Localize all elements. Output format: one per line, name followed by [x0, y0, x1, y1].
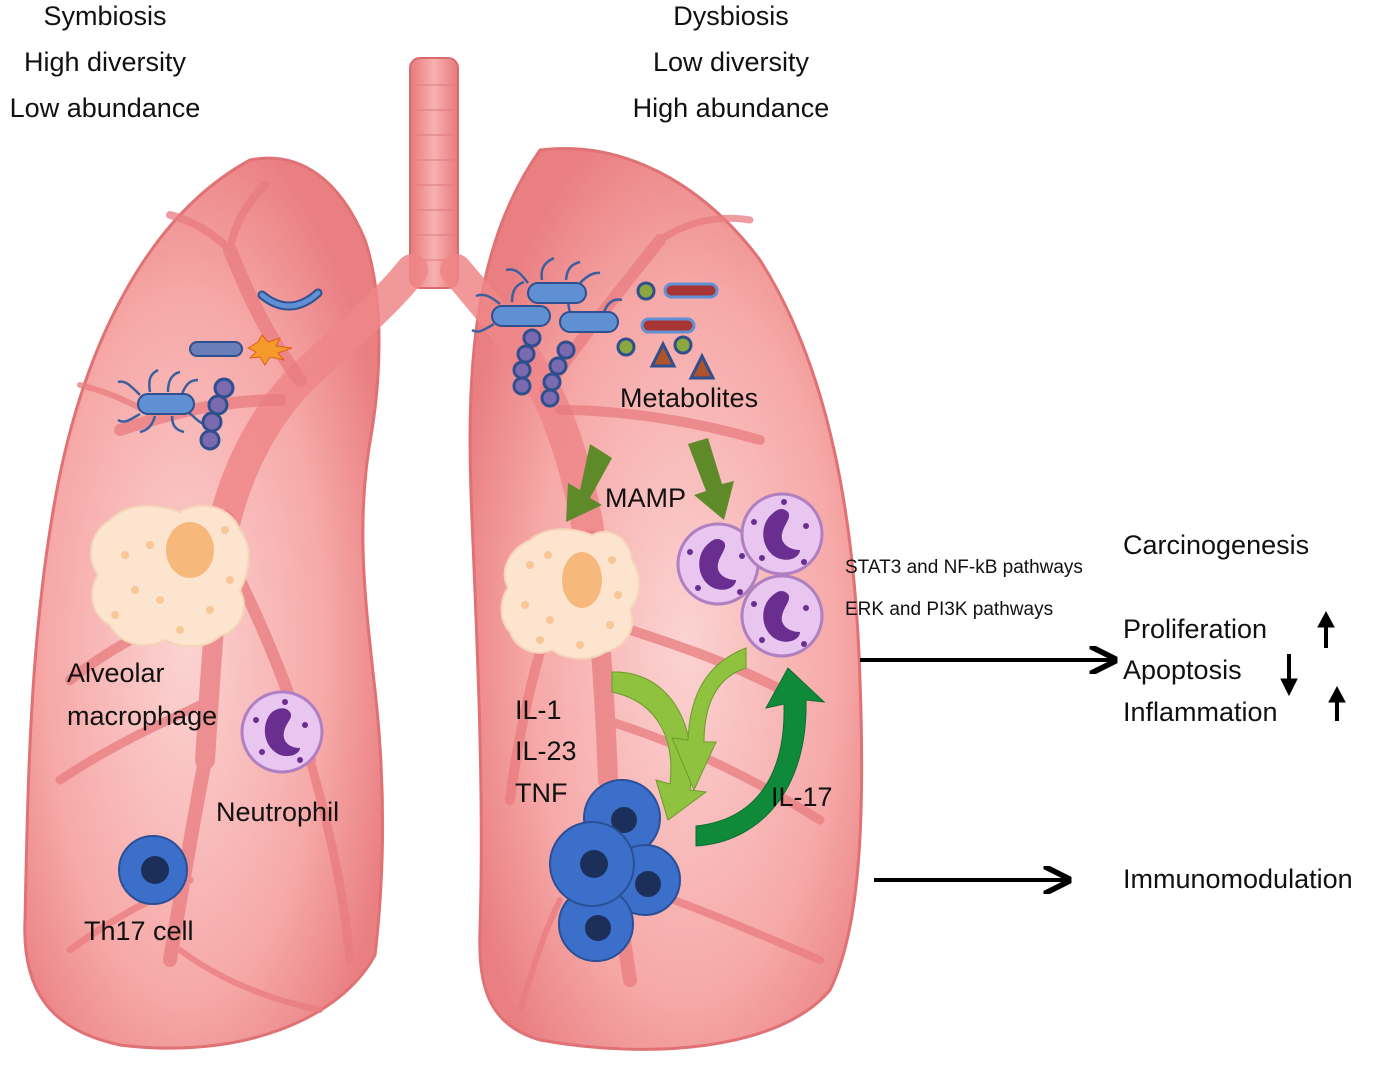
flagellated-bacteria-cluster — [471, 256, 623, 333]
neutrophil-to-th17-arrow — [671, 647, 747, 792]
streptococcus-chain-icon — [199, 377, 235, 451]
left-microbes — [117, 288, 323, 451]
metabolite-shapes — [616, 281, 719, 380]
neutrophil-cluster-right — [676, 492, 824, 658]
carcinogenesis-label: Carcinogenesis — [1123, 530, 1310, 560]
immunomodulation-label: Immunomodulation — [1123, 864, 1353, 894]
stat3-nfkb-label: STAT3 and NF-kB pathways — [845, 557, 1083, 578]
macrophage-to-th17-arrow — [611, 671, 708, 821]
tnf-label: TNF — [515, 778, 568, 808]
burst-icon — [246, 334, 293, 366]
dysbiosis-label: Dysbiosis — [673, 1, 789, 31]
neutrophil-left — [240, 690, 324, 774]
th17-cluster-right — [549, 779, 681, 962]
erk-pi3k-label: ERK and PI3K pathways — [845, 599, 1054, 620]
mamp-arrow-right — [688, 438, 734, 520]
alveolar-label: Alveolar — [67, 658, 165, 688]
metabolites-label: Metabolites — [620, 383, 759, 413]
inflammation-up-arrow-icon — [1328, 685, 1346, 721]
alveolar-macrophage-left — [89, 504, 250, 648]
il-17-label: IL-17 — [771, 782, 833, 812]
apoptosis-label: Apoptosis — [1123, 655, 1242, 685]
neutrophil-label: Neutrophil — [216, 797, 340, 827]
inflammation-label: Inflammation — [1123, 697, 1278, 727]
direction-arrows — [1280, 610, 1346, 721]
high-abundance-label: High abundance — [632, 93, 830, 123]
low-diversity-label: Low diversity — [652, 47, 810, 77]
proliferation-up-arrow-icon — [1317, 610, 1335, 648]
trachea — [409, 57, 459, 289]
high-diversity-label: High diversity — [23, 47, 187, 77]
outcome-arrows — [860, 660, 1112, 880]
mamp-label: MAMP — [605, 483, 686, 513]
mamp-arrows — [566, 438, 734, 522]
il17-arrow — [695, 667, 826, 847]
rod-bacterium-icon — [189, 341, 243, 357]
macrophage-nucleus-icon — [166, 522, 214, 578]
macrophage-label: macrophage — [67, 701, 218, 731]
apoptosis-down-arrow-icon — [1280, 654, 1298, 697]
mamp-arrow-left — [566, 444, 612, 522]
low-abundance-label: Low abundance — [9, 93, 201, 123]
il-23-label: IL-23 — [515, 736, 577, 766]
streptococcus-chains-right — [512, 328, 576, 408]
il-1-label: IL-1 — [515, 695, 562, 725]
right-microbes — [471, 256, 719, 408]
cytokine-arrows — [611, 647, 826, 847]
alveolar-macrophage-right — [500, 528, 641, 660]
th17-cell-left — [118, 835, 188, 905]
right-lung — [468, 147, 864, 1051]
symbiosis-label: Symbiosis — [43, 1, 167, 31]
th17-cell-label: Th17 cell — [84, 916, 194, 946]
proliferation-label: Proliferation — [1123, 614, 1268, 644]
